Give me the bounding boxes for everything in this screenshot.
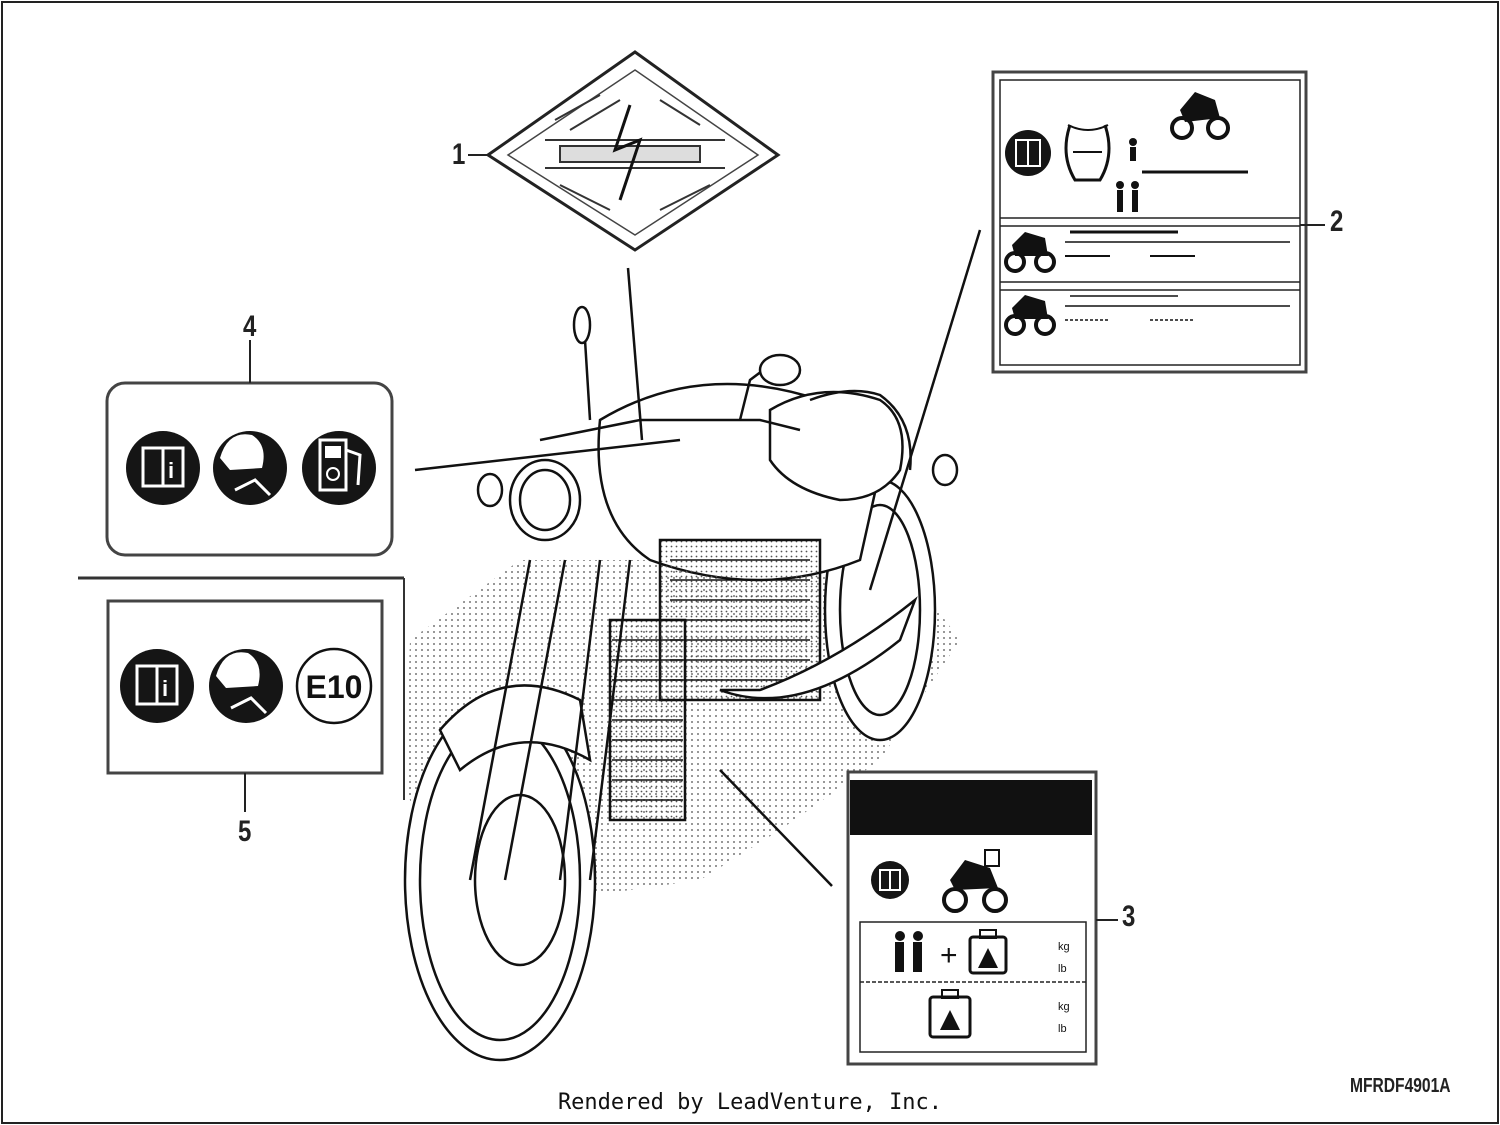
label-2-load-limit xyxy=(868,70,1325,591)
svg-text:i: i xyxy=(168,458,174,483)
e10-badge-text: E10 xyxy=(306,669,363,705)
label3-row1-unit-b: lb xyxy=(1058,963,1067,975)
motorcycle-luggage-icon xyxy=(942,849,1008,913)
owners-manual-icon: i xyxy=(120,649,194,723)
callout-2: 2 xyxy=(1330,205,1344,238)
label3-row2-unit-a: kg xyxy=(1058,1001,1070,1013)
motorcycle-illustration xyxy=(403,305,960,1062)
callout-1: 1 xyxy=(452,138,466,171)
motorcycle-icon xyxy=(1004,295,1056,336)
label-3-luggage-limit: + kg lb kg lb xyxy=(719,769,1118,1066)
label-4-safety-icons: i xyxy=(105,340,681,557)
helmet-icon xyxy=(213,431,287,505)
callout-4: 4 xyxy=(243,310,257,343)
label-1-honda-emblem xyxy=(468,50,781,441)
owners-manual-icon xyxy=(871,861,909,899)
callout-3: 3 xyxy=(1122,900,1136,933)
callout-5: 5 xyxy=(238,815,252,848)
footer-credit: Rendered by LeadVenture, Inc. xyxy=(557,1090,943,1115)
luggage-icon xyxy=(968,929,1008,975)
owners-manual-icon: i xyxy=(126,431,200,505)
rider-passenger-icon xyxy=(895,931,923,972)
rider-passenger-icon xyxy=(1116,181,1139,212)
e10-fuel-icon: E10 xyxy=(295,647,373,725)
rider-icon xyxy=(1129,138,1137,161)
fuel-pump-icon xyxy=(302,431,376,505)
honda-diamond-logo-icon xyxy=(545,94,725,211)
motorcycle-icon xyxy=(1004,232,1056,273)
diagram-code: MFRDF4901A xyxy=(1350,1075,1451,1097)
luggage-icon xyxy=(928,989,972,1039)
owners-manual-icon xyxy=(1005,130,1051,176)
svg-text:+: + xyxy=(940,939,958,972)
motorcycle-icon xyxy=(1170,92,1230,140)
tire-pressure-icon xyxy=(1064,124,1111,182)
label3-row1-unit-a: kg xyxy=(1058,941,1070,953)
label3-row2-unit-b: lb xyxy=(1058,1023,1067,1035)
svg-text:i: i xyxy=(162,676,168,701)
helmet-icon xyxy=(209,649,283,723)
label-5-safety-icons: i E10 xyxy=(106,599,384,812)
